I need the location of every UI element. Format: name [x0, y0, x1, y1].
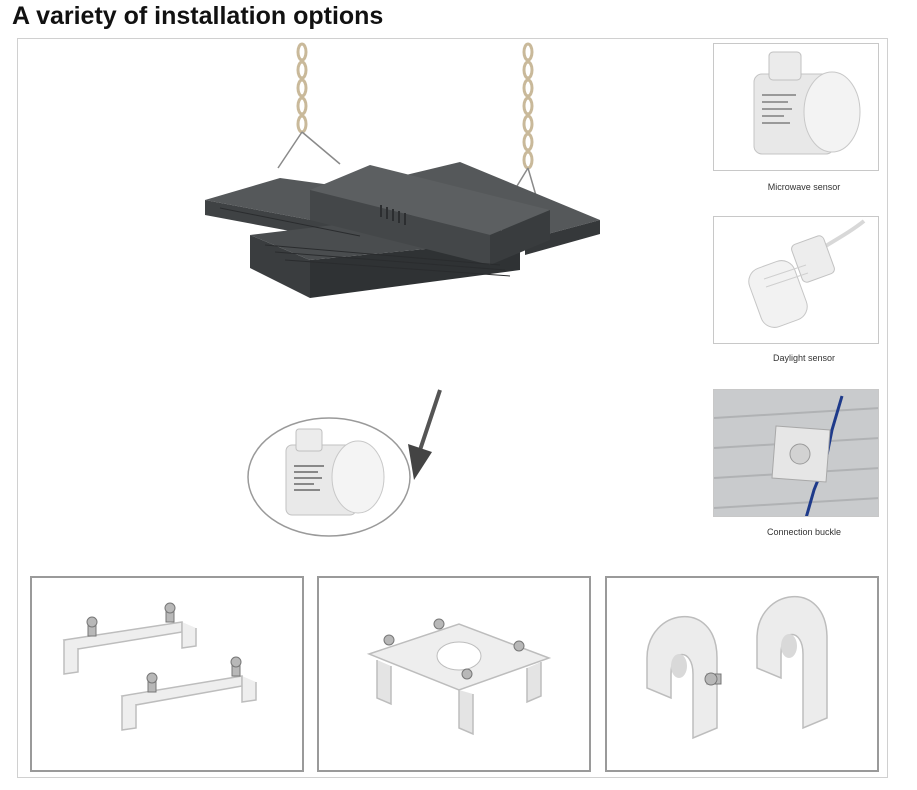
- right-chain: [522, 42, 534, 170]
- connection-buckle-image: [713, 389, 879, 517]
- content-frame: [17, 38, 888, 778]
- microwave-sensor-image: [713, 43, 879, 171]
- connection-buckle-caption: Connection buckle: [766, 527, 842, 537]
- daylight-sensor-image: [713, 216, 879, 344]
- page-title: A variety of installation options: [12, 2, 384, 30]
- mounting-plate-panel: [317, 576, 591, 772]
- daylight-sensor-caption: Daylight sensor: [772, 353, 836, 363]
- high-bay-fixture-image: [190, 40, 620, 310]
- sensor-detail-callout: [246, 415, 412, 539]
- pointer-arrow: [400, 388, 450, 488]
- left-chain: [296, 42, 308, 134]
- clip-bracket-panel: [30, 576, 304, 772]
- microwave-sensor-caption: Microwave sensor: [767, 182, 841, 192]
- side-bracket-panel: [605, 576, 879, 772]
